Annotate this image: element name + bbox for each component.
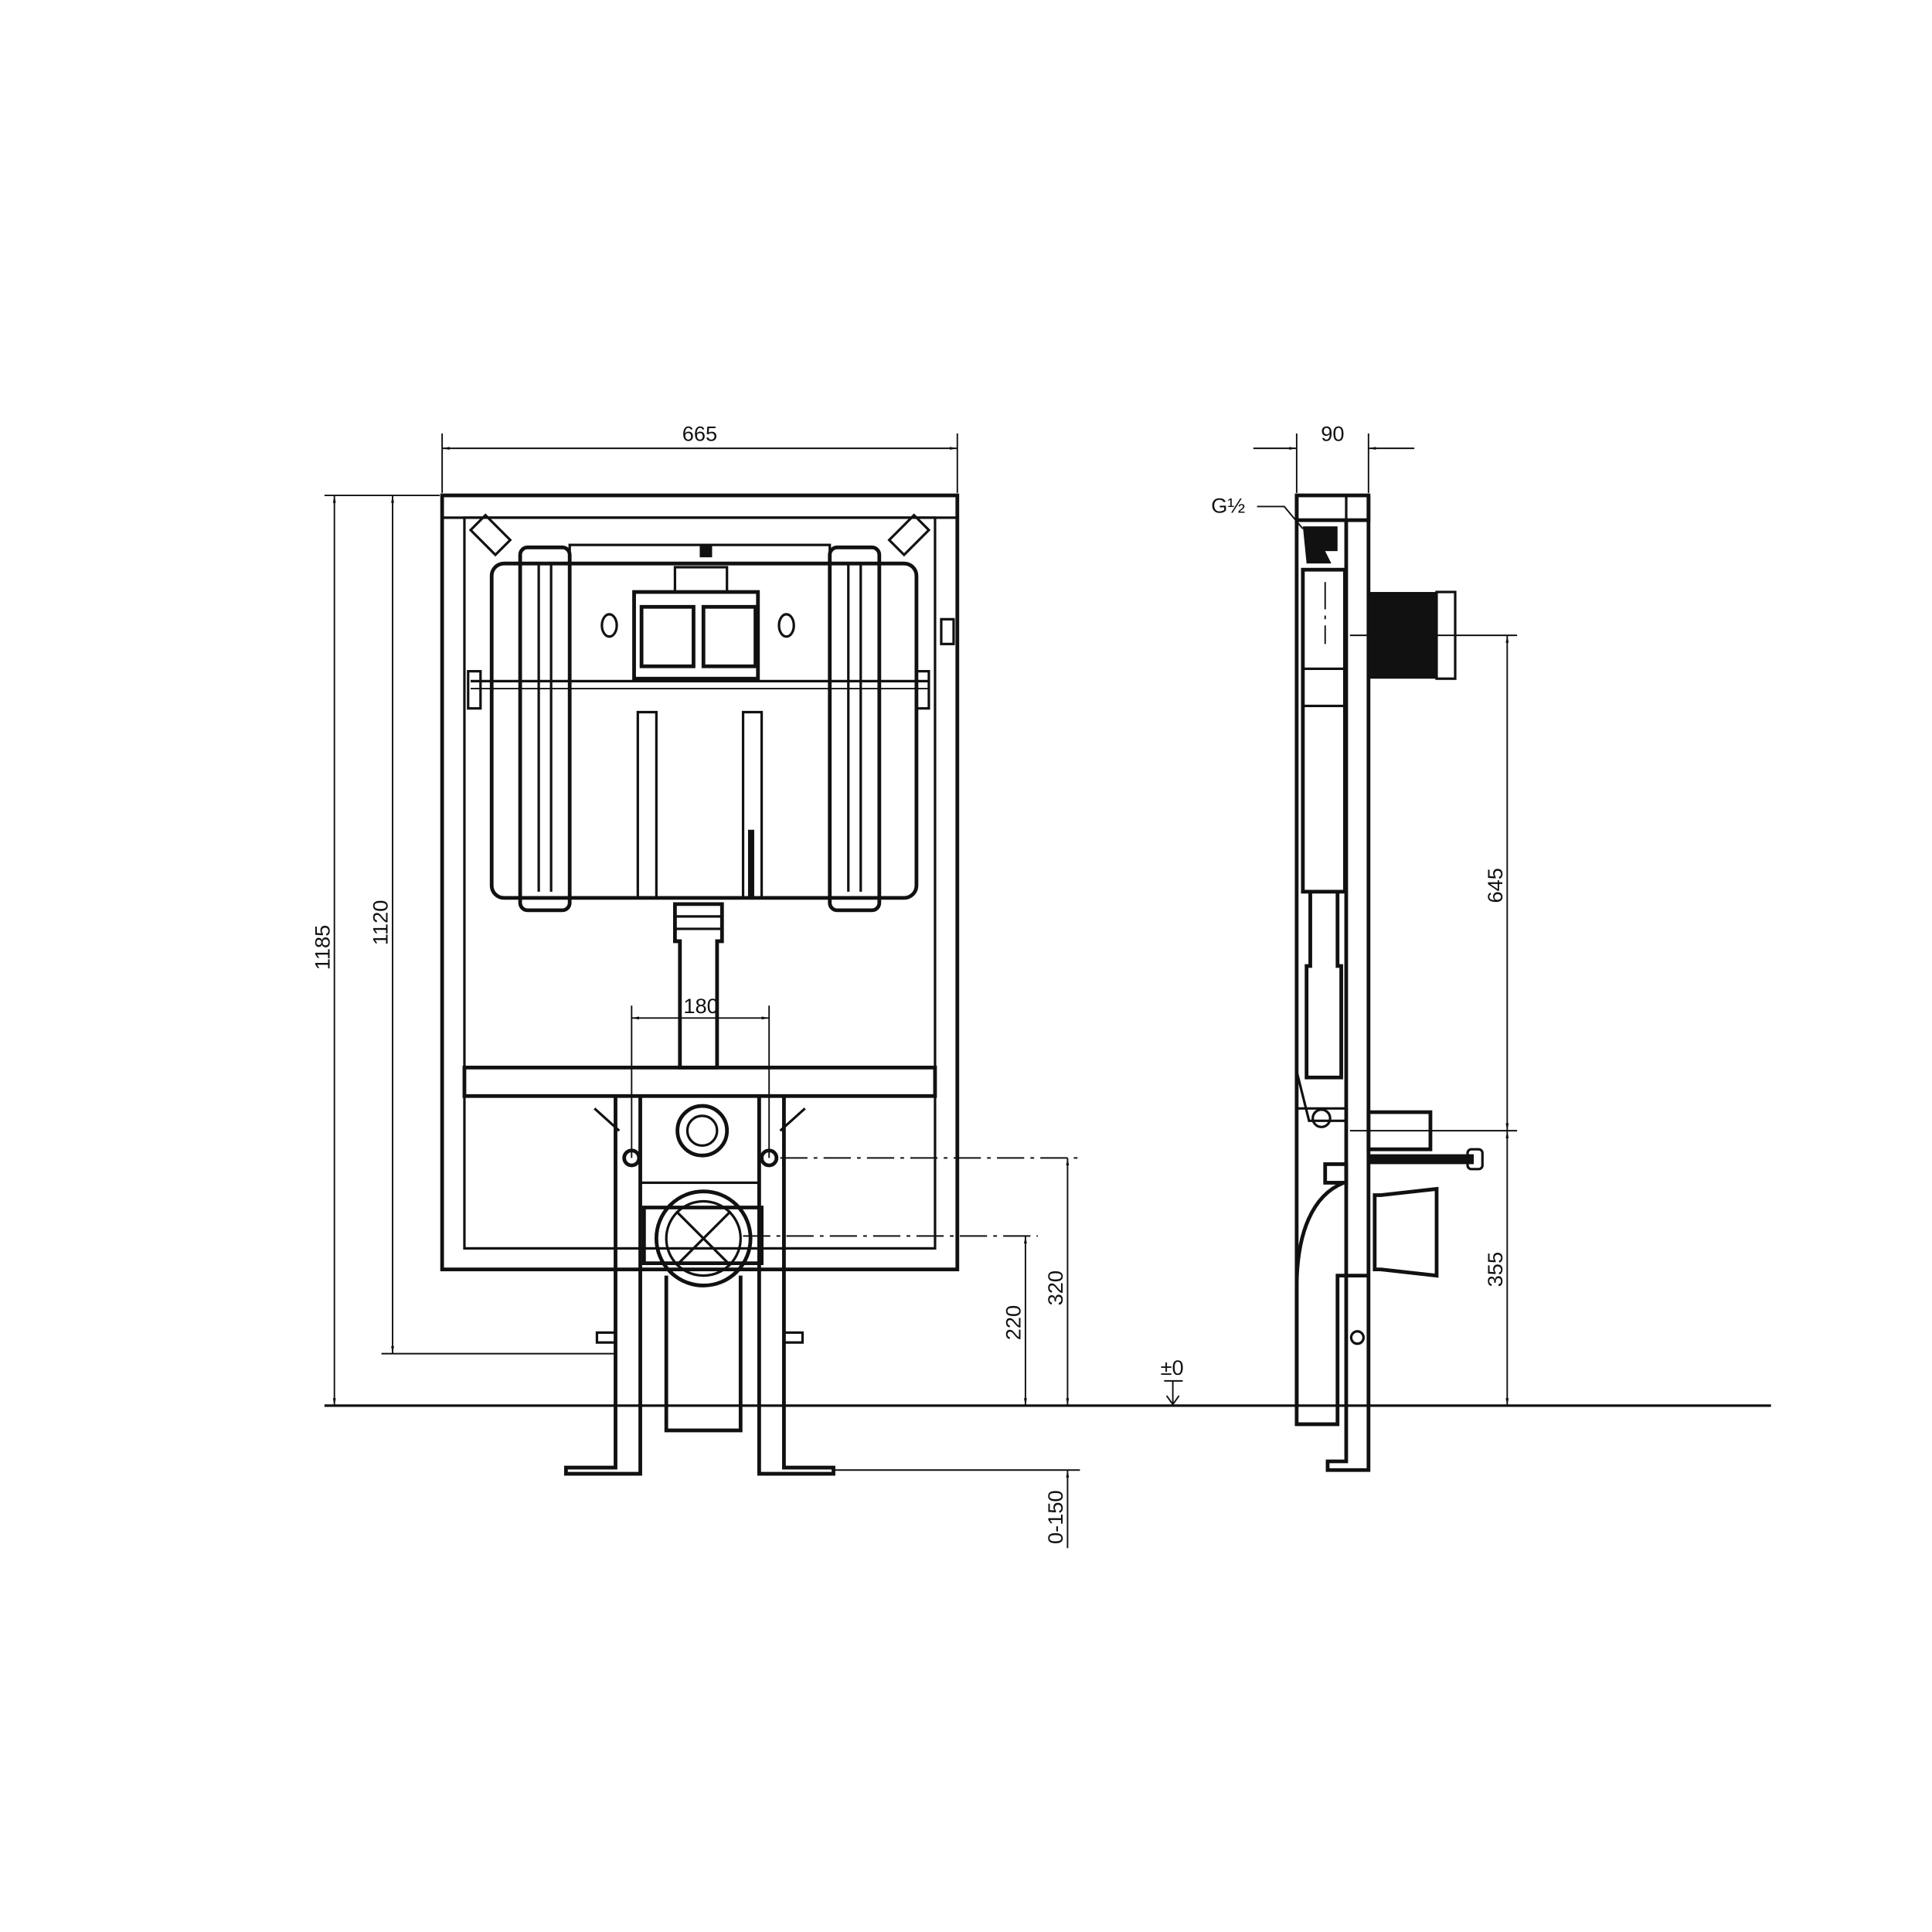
corner-bracket-right: [887, 513, 931, 557]
dim-depth-90: 90: [1321, 422, 1344, 446]
dim-leg-adjust-0-150: 0-150: [1043, 1490, 1067, 1544]
outlet-cone: [1372, 1186, 1439, 1278]
side-frame-post: [1325, 495, 1371, 1472]
dim-height-355: 355: [1483, 1252, 1507, 1287]
side-frame: [1294, 493, 1371, 522]
frame-outer: [440, 493, 960, 1272]
dim-height-320: 320: [1043, 1270, 1067, 1305]
strap-left: [518, 545, 572, 913]
inlet-side: [1366, 1110, 1433, 1151]
flush-plate-opening: [632, 590, 760, 681]
crossbar: [462, 1066, 937, 1098]
strap-right: [828, 545, 882, 913]
side-cistern: [1301, 567, 1347, 894]
floor-level-label: ±0: [1161, 1355, 1184, 1379]
side-view: 90 G½ 645 355: [1211, 422, 1518, 1472]
drain-outlet: [654, 1189, 753, 1287]
dim-height-645: 645: [1483, 868, 1507, 903]
inlet-fitting: [675, 1104, 730, 1158]
dim-height-220: 220: [1002, 1305, 1026, 1340]
front-view: 665 1185 1120 180 320 220 0-150 ±0: [310, 422, 1184, 1549]
dim-height-1120: 1120: [369, 900, 393, 946]
corner-bracket-left: [468, 513, 512, 557]
dim-width-665: 665: [682, 422, 717, 446]
dim-height-1185: 1185: [310, 925, 334, 971]
leg-left: [563, 1096, 642, 1476]
side-flush-pipe: [1304, 891, 1343, 1080]
leg-right: [757, 1096, 835, 1476]
dim-spacing-180: 180: [683, 994, 718, 1018]
inlet-thread-label: G½: [1211, 493, 1245, 517]
frame-inner: [463, 516, 937, 1250]
side-drain-bend: [1294, 1181, 1369, 1427]
drain-pipe: [664, 1275, 743, 1433]
floor-level-marker: ±0: [1161, 1355, 1184, 1406]
